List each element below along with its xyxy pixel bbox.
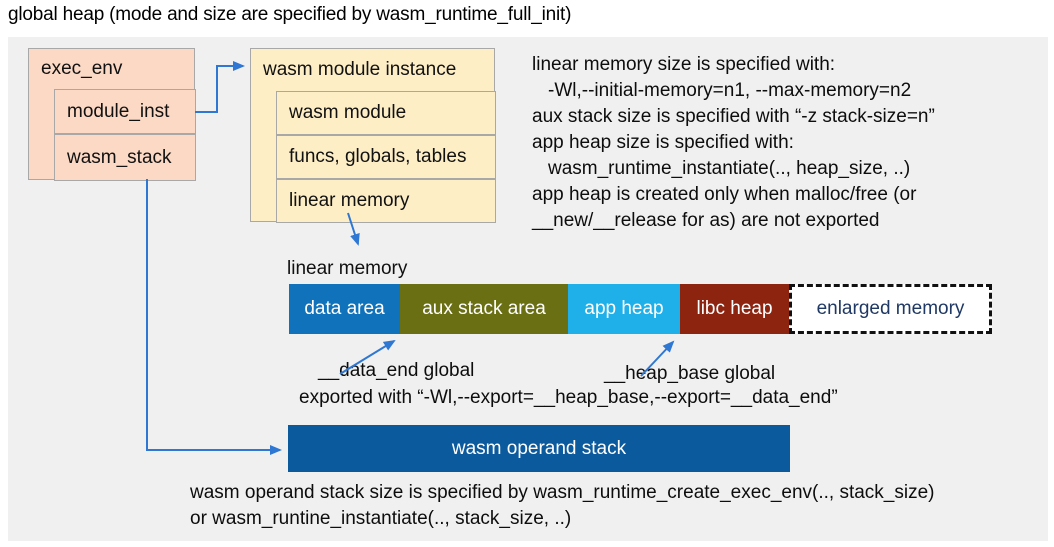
data-end-global-label: __data_end global: [318, 360, 475, 381]
linear-memory-bar-label: linear memory: [287, 258, 408, 279]
export-flags-label: exported with “-Wl,--export=__heap_base,…: [299, 387, 838, 408]
diagram-title: global heap (mode and size are specified…: [8, 4, 572, 25]
segment-libc-heap: libc heap: [680, 284, 789, 334]
note-line: -Wl,--initial-memory=n1, --max-memory=n2: [548, 80, 912, 101]
module-instance-label: wasm module instance: [263, 59, 457, 80]
exec-env-field-module-inst: module_inst: [54, 89, 196, 134]
segment-enlarged-memory: enlarged memory: [789, 284, 992, 334]
exec-env-label: exec_env: [41, 58, 123, 79]
module-instance-field-funcs-globals-tables: funcs, globals, tables: [276, 135, 496, 179]
module-instance-field-wasm-module: wasm module: [276, 91, 496, 135]
size-notes: linear memory size is specified with: -W…: [532, 52, 935, 234]
segment-data-area: data area: [289, 284, 400, 334]
note-line: app heap size is specified with:: [532, 132, 794, 153]
segment-app-heap: app heap: [568, 284, 680, 334]
operand-stack-note: wasm operand stack size is specified by …: [190, 480, 935, 532]
module-instance-field-linear-memory: linear memory: [276, 179, 496, 223]
note-line: aux stack size is specified with “-z sta…: [532, 106, 935, 127]
note-line: or wasm_runtine_instantiate(.., stack_si…: [190, 508, 572, 529]
note-line: wasm_runtime_instantiate(.., heap_size, …: [548, 158, 911, 179]
linear-memory-bar: data area aux stack area app heap libc h…: [289, 284, 992, 334]
note-line: linear memory size is specified with:: [532, 54, 836, 75]
module-instance-box: wasm module instance wasm module funcs, …: [250, 48, 496, 223]
segment-aux-stack-area: aux stack area: [400, 284, 568, 334]
heap-base-global-label: __heap_base global: [604, 363, 776, 384]
note-line: __new/__release for as) are not exported: [532, 210, 880, 231]
wasm-operand-stack-bar: wasm operand stack: [288, 425, 790, 472]
note-line: wasm operand stack size is specified by …: [190, 482, 935, 503]
exec-env-field-wasm-stack: wasm_stack: [54, 134, 196, 181]
note-line: app heap is created only when malloc/fre…: [532, 184, 917, 205]
exec-env-box: exec_env module_inst wasm_stack: [28, 48, 196, 181]
